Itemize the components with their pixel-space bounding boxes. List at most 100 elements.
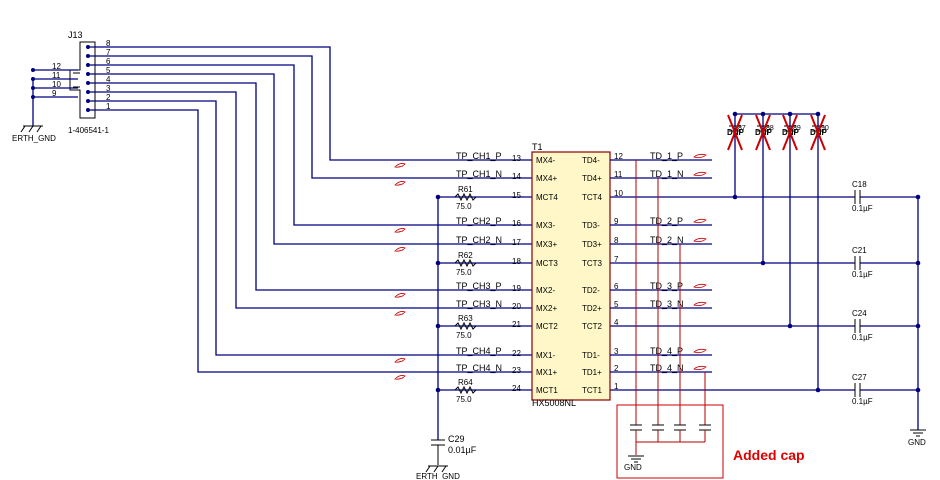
dnp-bottom-junction bbox=[732, 194, 738, 200]
shield-junction bbox=[31, 77, 35, 81]
net-flag-icon bbox=[394, 293, 406, 298]
connector-pin-6 bbox=[86, 63, 90, 67]
cap-gap bbox=[855, 389, 860, 391]
bus-junction bbox=[435, 194, 441, 200]
dnp-top-junction bbox=[787, 111, 793, 117]
resistor-ref: R62 bbox=[458, 251, 473, 260]
resistor-value: 75.0 bbox=[456, 395, 472, 404]
transformer-pin-name: TCT4 bbox=[582, 193, 603, 202]
pair-wire bbox=[90, 100, 532, 356]
connector-latch bbox=[73, 72, 80, 88]
cap-junction bbox=[915, 387, 921, 393]
net-flag-icon bbox=[394, 247, 406, 252]
transformer-pin-name: MX2- bbox=[536, 286, 555, 295]
transformer-pin-number: 4 bbox=[614, 318, 619, 327]
shield-junction bbox=[31, 68, 35, 72]
dnp-top-junction bbox=[760, 111, 766, 117]
connector-pin-number: 2 bbox=[106, 93, 111, 102]
transformer-pin-name: TCT1 bbox=[582, 386, 603, 395]
dnp-cross-icon bbox=[810, 114, 826, 151]
transformer-pin-name: TD3- bbox=[582, 221, 600, 230]
transformer-pin-number: 8 bbox=[614, 236, 619, 245]
net-flag-icon bbox=[693, 218, 707, 224]
gnd-symbol bbox=[910, 429, 926, 437]
net-flag-icon bbox=[693, 301, 707, 307]
cap-junction bbox=[915, 323, 921, 329]
transformer-pin-number: 17 bbox=[512, 238, 521, 247]
cap-gap bbox=[855, 325, 860, 327]
dnp-cross-icon bbox=[755, 114, 771, 151]
resistor-value: 75.0 bbox=[456, 202, 472, 211]
resistor-ref: R61 bbox=[458, 185, 473, 194]
cap-gap bbox=[855, 262, 860, 264]
added-cap-gnd-symbol bbox=[628, 455, 644, 463]
added-cap-group bbox=[616, 404, 724, 479]
td-nets: TD_1_PTD_1_NTD_2_PTD_2_NTD_3_PTD_3_NTD_4… bbox=[610, 151, 712, 425]
transformer-pin-name: TCT2 bbox=[582, 322, 603, 331]
net-flag-icon bbox=[394, 358, 406, 363]
pair-wire bbox=[90, 46, 532, 161]
resistor-symbol bbox=[454, 385, 477, 395]
net-label: TP_CH2_P bbox=[456, 216, 502, 226]
net-flag-icon bbox=[693, 153, 707, 159]
c29-earth-ground-symbol bbox=[425, 465, 448, 473]
transformer-pin-number: 2 bbox=[614, 364, 619, 373]
dnp-ref: 90 bbox=[821, 125, 829, 132]
resistor-value: 75.0 bbox=[456, 331, 472, 340]
added-cap-ground-label: GND bbox=[624, 463, 642, 472]
transformer-pin-number: 21 bbox=[512, 320, 521, 329]
earth-ground-symbol-hatch-1 bbox=[28, 125, 34, 133]
net-label: TP_CH4_N bbox=[456, 363, 502, 373]
resistor-symbol bbox=[454, 321, 477, 331]
transformer-pin-name: MCT4 bbox=[536, 193, 558, 202]
c29-earth-ground-symbol-hatch-1 bbox=[433, 465, 439, 473]
transformer-pin-name: TD2+ bbox=[582, 304, 602, 313]
cap-gap bbox=[855, 196, 860, 198]
dnp-top-junction bbox=[815, 111, 821, 117]
wire-layer bbox=[32, 77, 919, 440]
net-label: TD_1_P bbox=[650, 151, 683, 161]
net-label: TD_3_N bbox=[650, 299, 684, 309]
transformer-pin-number: 3 bbox=[614, 347, 619, 356]
transformer-pin-number: 20 bbox=[512, 302, 521, 311]
dnp-bottom-junction bbox=[760, 260, 766, 266]
transformer-pin-number: 16 bbox=[512, 219, 521, 228]
net-label: TD_2_N bbox=[650, 235, 684, 245]
connector-pin-4 bbox=[86, 81, 90, 85]
c29-ref: C29 bbox=[448, 434, 465, 444]
shield-pin-number: 9 bbox=[52, 89, 57, 98]
connector-pin-8 bbox=[86, 45, 90, 49]
transformer-pin-number: 23 bbox=[512, 366, 521, 375]
added-cap-symbol bbox=[652, 424, 664, 431]
net-flag-icon bbox=[693, 283, 707, 289]
transformer-pin-name: TD1+ bbox=[582, 368, 602, 377]
resistor-value: 75.0 bbox=[456, 268, 472, 277]
added-cap-gnd-symbol-bars bbox=[628, 455, 644, 463]
cap-value: 0.1µF bbox=[852, 397, 873, 406]
connector-ref: J13 bbox=[68, 30, 83, 40]
net-label: TD_4_P bbox=[650, 346, 683, 356]
transformer-pin-number: 7 bbox=[614, 255, 619, 264]
transformer-pin-name: MX3+ bbox=[536, 240, 557, 249]
transformer-pin-name: TD4+ bbox=[582, 174, 602, 183]
cap-junction bbox=[915, 260, 921, 266]
transformer-pin-name: TD2- bbox=[582, 286, 600, 295]
net-label: TD_4_N bbox=[650, 363, 684, 373]
net-flag-icon bbox=[693, 365, 707, 371]
earth-ground-symbol-hatch-0 bbox=[20, 125, 26, 133]
net-flag-icon bbox=[394, 375, 406, 380]
cap-ref: C18 bbox=[852, 180, 867, 189]
shield-pin-number: 10 bbox=[52, 80, 61, 89]
connector-pin-number: 7 bbox=[106, 48, 111, 57]
transformer-ref: T1 bbox=[532, 142, 543, 152]
net-flag-icon bbox=[693, 237, 707, 243]
dnp-bottom-junction bbox=[787, 323, 793, 329]
transformer-part: HX5008NL bbox=[532, 398, 576, 408]
connector-pin-number: 5 bbox=[106, 66, 111, 75]
net-flag-icon bbox=[394, 228, 406, 233]
shield-junction bbox=[31, 95, 35, 99]
